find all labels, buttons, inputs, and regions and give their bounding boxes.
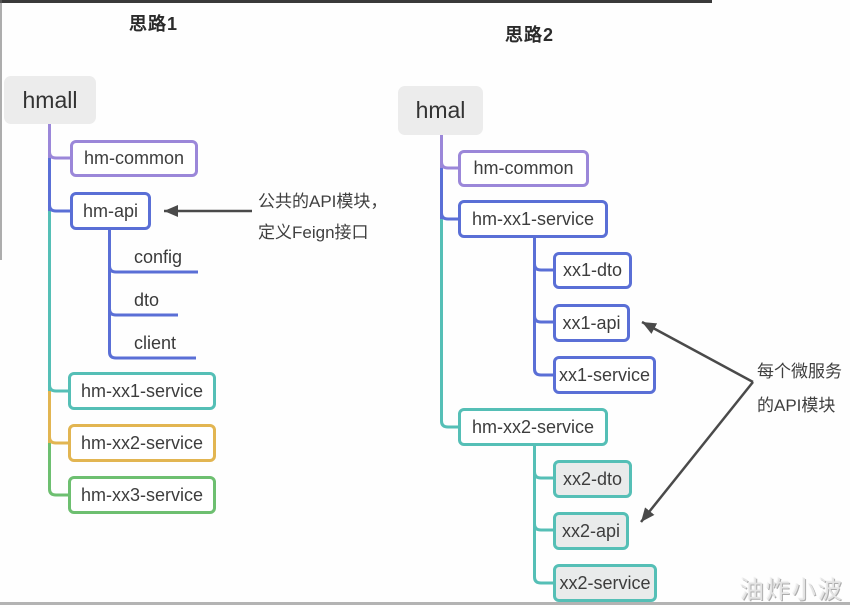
- tree2-node-xx1-api: xx1-api: [553, 304, 630, 342]
- node-label: hm-common: [83, 148, 185, 168]
- tree1-node-hm-xx1-service: hm-xx1-service: [68, 372, 216, 410]
- tree2-root-hmal: hmal: [398, 86, 483, 135]
- node-label: xx1-service: [558, 364, 651, 385]
- arrow-to-xx1-api: [641, 320, 754, 384]
- root-label: hmall: [22, 86, 78, 113]
- approach1-title: 思路1: [129, 14, 179, 34]
- tree2-xx2-subtree: [533, 446, 553, 585]
- node-label: xx2-api: [561, 520, 621, 541]
- node-label: hm-xx1-service: [80, 380, 204, 401]
- tree1-annotation: 公共的API模块， 定义Feign接口: [258, 186, 387, 248]
- tree1-leaf-client: client: [134, 333, 177, 353]
- frame-bottom-line: [0, 602, 850, 605]
- tree1-leaf-dto: dto: [134, 290, 160, 310]
- node-label: hm-xx2-service: [80, 432, 204, 453]
- annotation-line: 定义Feign接口: [258, 223, 369, 242]
- tree1-node-hm-common: hm-common: [70, 140, 198, 177]
- node-label: hm-xx2-service: [471, 416, 595, 437]
- tree2-node-hm-common: hm-common: [458, 150, 589, 187]
- node-label: hm-api: [82, 200, 139, 221]
- tree2-node-xx2-service: xx2-service: [553, 564, 657, 602]
- node-label: xx1-dto: [562, 260, 623, 280]
- tree2-node-hm-xx1-service: hm-xx1-service: [458, 200, 608, 238]
- tree1-node-hm-api: hm-api: [70, 192, 151, 230]
- tree2-annotation: 每个微服务 的API模块: [757, 355, 842, 423]
- tree2-node-xx1-service: xx1-service: [553, 356, 656, 394]
- root-label: hmal: [415, 97, 466, 123]
- tree2-xx1-subtree: [533, 238, 553, 377]
- tree1-root-hmall: hmall: [4, 76, 96, 124]
- tree1-hm-api-subtree: [108, 230, 198, 360]
- annotation-line: 的API模块: [757, 396, 836, 415]
- tree2-node-hm-xx2-service: hm-xx2-service: [458, 408, 608, 446]
- tree1-node-hm-xx2-service: hm-xx2-service: [68, 424, 216, 462]
- node-label: hm-common: [473, 158, 574, 178]
- approach2-title: 思路2: [505, 25, 555, 45]
- annotation-line: 每个微服务: [757, 362, 842, 381]
- node-label: hm-xx1-service: [471, 208, 595, 229]
- annotation-line: 公共的API模块，: [258, 192, 388, 211]
- watermark: 油炸小波: [740, 577, 844, 604]
- tree1-node-hm-xx3-service: hm-xx3-service: [68, 476, 216, 514]
- tree2-node-xx1-dto: xx1-dto: [553, 252, 632, 289]
- tree2-node-xx2-dto: xx2-dto: [553, 460, 632, 498]
- node-label: hm-xx3-service: [80, 484, 204, 505]
- node-label: xx1-api: [562, 312, 621, 333]
- tree1-leaf-config: config: [134, 247, 183, 267]
- frame-top-strip: [0, 0, 712, 3]
- frame-left-edge: [0, 0, 2, 260]
- tree1-trunk: [48, 124, 70, 497]
- arrow-to-xx2-api: [640, 381, 754, 523]
- tree2-node-xx2-api: xx2-api: [553, 512, 629, 550]
- annotation-arrows: [164, 205, 754, 523]
- tree2-trunk: [440, 135, 458, 429]
- node-label: xx2-service: [559, 572, 651, 593]
- node-label: xx2-dto: [562, 468, 623, 489]
